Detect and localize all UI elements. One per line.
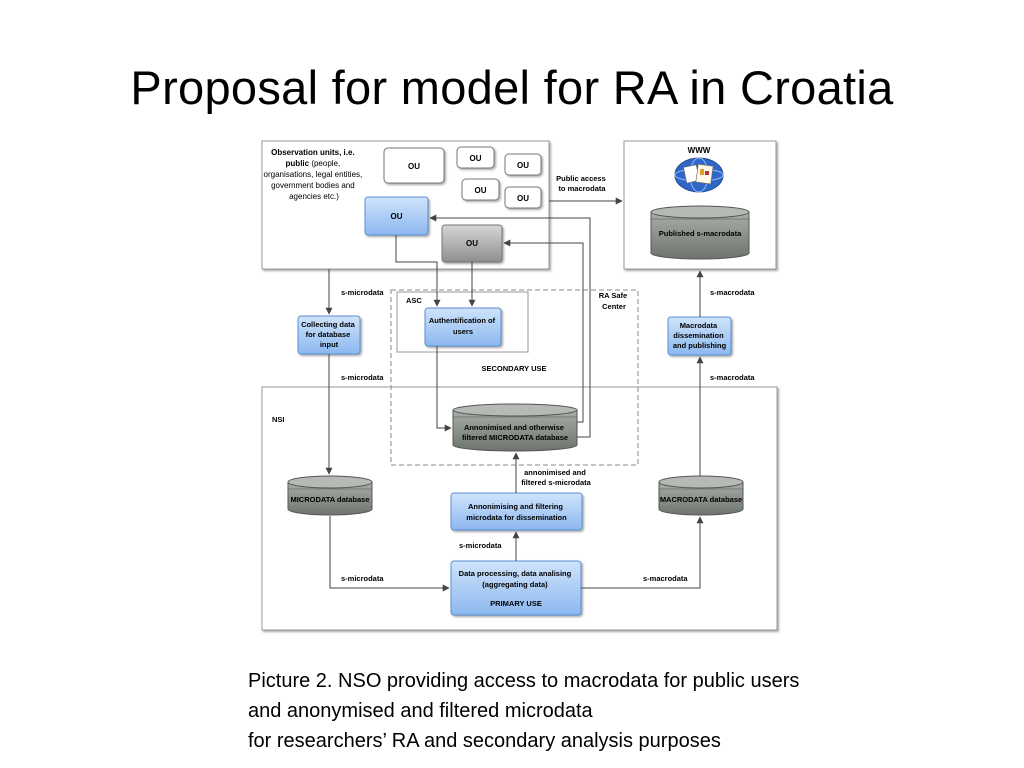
ou-box: OU bbox=[461, 178, 500, 201]
svg-text:OU: OU bbox=[517, 194, 529, 203]
public-access-label: Public access to macrodata bbox=[556, 174, 608, 193]
www-label: WWW bbox=[688, 146, 711, 155]
flow-label-s-microdata: s-microdata bbox=[341, 373, 384, 382]
macrodata-database: MACRODATA database bbox=[658, 475, 744, 516]
data-processing-box: Data processing, data analising (aggrega… bbox=[450, 560, 582, 616]
observation-units-text: Observation units, i.e. public (people, … bbox=[264, 148, 365, 201]
ou-box: OU bbox=[383, 147, 445, 184]
caption-line: and anonymised and filtered microdata bbox=[248, 700, 593, 722]
svg-text:Collecting data for data: Collecting data for database input bbox=[301, 320, 357, 349]
flow-label-s-macrodata: s-macrodata bbox=[643, 574, 688, 583]
ou-box: OU bbox=[504, 186, 542, 209]
nsi-label: NSI bbox=[272, 415, 285, 424]
collecting-data-box: Collecting data for database input bbox=[297, 315, 361, 355]
secondary-use-label: SECONDARY USE bbox=[481, 364, 546, 373]
svg-text:MICRODATA database: MICRODATA database bbox=[290, 495, 369, 504]
authentification-box: Authentification of users bbox=[424, 307, 502, 347]
globe-icon bbox=[674, 157, 724, 193]
microdata-database: MICRODATA database bbox=[287, 475, 373, 516]
svg-text:Annonimising and filtering: Annonimising and filtering microdata for… bbox=[466, 502, 567, 522]
svg-text:Macrodata dissemination: Macrodata dissemination and publishing bbox=[673, 321, 727, 350]
flow-label-s-microdata: s-microdata bbox=[459, 541, 502, 550]
svg-text:Data processing, data analisin: Data processing, data analising (aggrega… bbox=[459, 569, 574, 608]
asc-label: ASC bbox=[406, 296, 422, 305]
flow-label-s-macrodata: s-macrodata bbox=[710, 288, 755, 297]
ou-box: OU bbox=[456, 146, 495, 169]
figure-caption: Picture 2. NSO providing access to macro… bbox=[248, 666, 968, 756]
ou-blue-box: OU bbox=[364, 196, 429, 236]
flow-label-s-microdata: s-microdata bbox=[341, 574, 384, 583]
svg-text:OU: OU bbox=[517, 161, 529, 170]
svg-text:OU: OU bbox=[391, 212, 403, 221]
svg-text:OU: OU bbox=[466, 239, 478, 248]
ra-safe-center-boundary bbox=[390, 289, 639, 466]
svg-text:Annonimised and otherwise: Annonimised and otherwise filtered MICRO… bbox=[462, 423, 568, 442]
caption-line: for researchers’ RA and secondary analys… bbox=[248, 730, 721, 752]
macrodata-dissemination-box: Macrodata dissemination and publishing bbox=[667, 316, 732, 356]
svg-text:Authentification of user: Authentification of users bbox=[429, 316, 497, 336]
ou-box: OU bbox=[504, 153, 542, 176]
annonimising-filtering-box: Annonimising and filtering microdata for… bbox=[450, 492, 583, 531]
annonimised-microdata-database: Annonimised and otherwise filtered MICRO… bbox=[452, 403, 578, 452]
caption-line: Picture 2. NSO providing access to macro… bbox=[248, 670, 800, 692]
flow-label-annonimised-filtered: annonimised and filtered s-microdata bbox=[521, 468, 591, 487]
svg-text:OU: OU bbox=[475, 186, 487, 195]
svg-text:MACRODATA database: MACRODATA database bbox=[660, 495, 742, 504]
flow-arrows bbox=[325, 197, 704, 592]
svg-text:OU: OU bbox=[470, 154, 482, 163]
published-s-macrodata-database: Published s-macrodata bbox=[650, 205, 750, 260]
slide-title: Proposal for model for RA in Croatia bbox=[130, 61, 894, 114]
svg-text:OU: OU bbox=[408, 162, 420, 171]
ou-gray-box: OU bbox=[441, 224, 503, 263]
flow-label-s-macrodata: s-macrodata bbox=[710, 373, 755, 382]
ra-safe-center-label: RA Safe Center bbox=[599, 291, 630, 311]
svg-text:Published s-macrodata: Published s-macrodata bbox=[659, 229, 742, 238]
flow-label-s-microdata: s-microdata bbox=[341, 288, 384, 297]
